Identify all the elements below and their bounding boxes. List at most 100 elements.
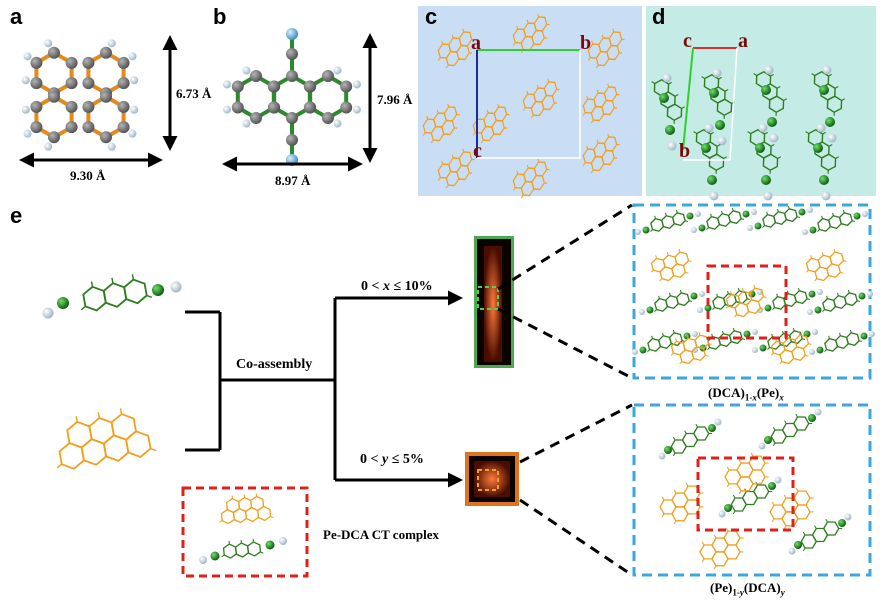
bond-stub xyxy=(695,423,698,428)
bond-stub xyxy=(673,275,677,277)
bond-stub xyxy=(762,225,765,228)
bond-stub xyxy=(670,352,674,356)
carbon-atom xyxy=(30,56,43,69)
dca-wire xyxy=(706,207,745,230)
bond-stub xyxy=(753,73,758,77)
bond-stub xyxy=(713,534,717,539)
bond-stub xyxy=(732,327,735,331)
bond-stub xyxy=(441,160,444,165)
white-atom xyxy=(695,211,701,217)
bond-stub xyxy=(755,497,758,502)
bond-stub xyxy=(727,290,729,294)
bond-stub xyxy=(707,347,710,350)
bond-stub xyxy=(793,301,797,305)
carbon-atom xyxy=(65,100,78,113)
dca-wire xyxy=(670,423,713,457)
bond-stub xyxy=(450,50,454,53)
bond-stub xyxy=(594,103,597,107)
bond-stub xyxy=(828,144,833,147)
bond-stub xyxy=(663,226,667,228)
perylene-crystal-packing xyxy=(422,13,625,199)
ring xyxy=(668,332,683,347)
bond-stub xyxy=(533,30,537,34)
bond-stub xyxy=(701,558,705,563)
bond-stub xyxy=(843,260,847,262)
carbon-atom xyxy=(30,121,43,134)
hydrogen-atom xyxy=(21,105,30,114)
ring xyxy=(601,99,615,116)
bond-stub xyxy=(738,490,742,495)
bond-stub xyxy=(802,338,806,341)
bond-stub xyxy=(770,73,775,77)
bond-stub xyxy=(727,221,731,225)
hydrogen-atom xyxy=(107,39,116,48)
panel-label-c: c xyxy=(425,4,438,29)
bond-stub xyxy=(446,119,450,122)
bond-stub xyxy=(582,162,586,166)
dimension-a-height: 6.73 Å xyxy=(176,86,212,101)
bond-stub xyxy=(533,188,537,190)
ring xyxy=(671,506,689,522)
bond-stub xyxy=(739,537,744,539)
bond-stub xyxy=(422,132,426,136)
dca-wire xyxy=(747,128,782,174)
bond-stub xyxy=(786,435,790,438)
bond-stub xyxy=(697,439,701,441)
perylene-molecule xyxy=(21,39,139,151)
carbon-atom xyxy=(117,56,130,69)
bond-stub xyxy=(456,58,460,63)
bond-stub xyxy=(821,252,824,256)
condition-top: 0 < x ≤ 10% xyxy=(361,279,433,295)
cyano-green-atom xyxy=(761,175,771,185)
ring-bond xyxy=(86,50,126,96)
bond-stub xyxy=(805,269,809,273)
bond-stub xyxy=(533,175,537,179)
bond-stub xyxy=(710,131,715,135)
perylene-wire xyxy=(522,78,560,119)
bond-stub xyxy=(121,298,127,304)
bond-stub xyxy=(668,343,672,347)
ring xyxy=(234,542,250,558)
bond-stub xyxy=(506,113,510,116)
bond-stub xyxy=(462,28,465,33)
axis-letter-d-c: c xyxy=(683,30,692,52)
formula-bottom-sub1: 1- xyxy=(732,587,740,598)
perylene-wire xyxy=(512,158,550,199)
bond-stub xyxy=(818,263,821,268)
bond-stub xyxy=(451,154,454,159)
bond-stub xyxy=(797,429,801,431)
bond-stub xyxy=(814,541,817,545)
condition-top-variable: x xyxy=(382,279,390,294)
crystal-top-rod xyxy=(484,246,502,362)
bond-stub xyxy=(535,100,539,103)
bond-stub xyxy=(678,248,681,253)
bond-stub xyxy=(848,343,852,345)
bond-stub xyxy=(112,429,115,436)
bond-stub xyxy=(434,123,437,127)
bond-stub xyxy=(705,354,709,357)
bond-stub xyxy=(443,133,447,135)
bond-stub xyxy=(797,216,801,219)
bond-stub xyxy=(484,123,487,127)
bond-stub xyxy=(531,188,535,193)
carbon-atom xyxy=(65,121,78,134)
bond-stub xyxy=(616,93,620,96)
axis-letter-d-b: b xyxy=(679,140,691,162)
bond-stub xyxy=(673,120,675,124)
carbon-atom xyxy=(82,56,95,69)
bond-stub xyxy=(737,287,740,291)
bond-stub xyxy=(546,168,550,171)
bond-stub xyxy=(595,105,599,108)
bond-stub xyxy=(828,275,832,277)
bond-stub xyxy=(796,301,800,303)
bond-stub xyxy=(469,52,473,54)
bond-stub xyxy=(769,99,771,104)
dca-wire xyxy=(647,329,686,352)
bond-stub xyxy=(725,544,729,549)
cyano-green-atom xyxy=(813,143,823,153)
bond-stub xyxy=(531,43,535,48)
legend-box xyxy=(181,486,309,578)
zoom-line-bottom-1 xyxy=(519,403,633,464)
bond-stub xyxy=(233,519,238,522)
bond-stub xyxy=(725,305,729,309)
